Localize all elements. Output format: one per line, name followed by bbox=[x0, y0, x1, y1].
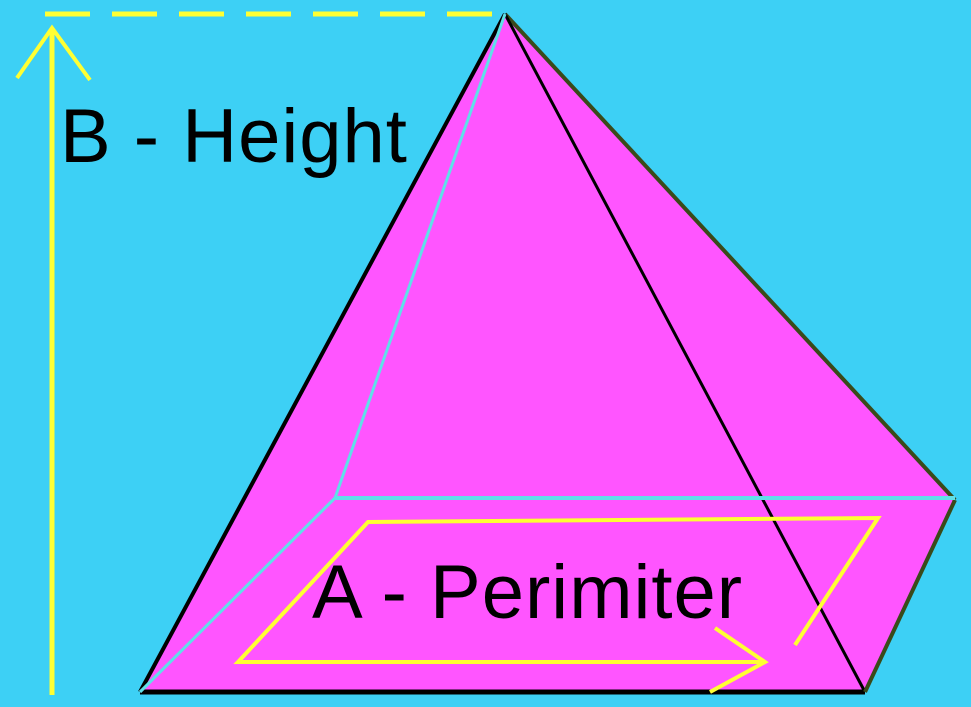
hidden-back-edge bbox=[333, 13, 507, 499]
base-right-edge bbox=[863, 499, 957, 693]
perimeter-arrow-head-icon bbox=[709, 626, 769, 694]
height-label: B - Height bbox=[60, 94, 408, 179]
pyramid-front-right-edge bbox=[503, 13, 867, 693]
height-arrow-head-icon bbox=[15, 24, 92, 82]
perimeter-label: A - Perimiter bbox=[312, 550, 743, 635]
pyramid-left-edge bbox=[138, 13, 507, 693]
pyramid-body bbox=[140, 14, 955, 692]
perimeter-arrow-path bbox=[233, 515, 882, 664]
pyramid-right-edge bbox=[503, 12, 957, 502]
hidden-base-left-edge bbox=[138, 496, 337, 694]
